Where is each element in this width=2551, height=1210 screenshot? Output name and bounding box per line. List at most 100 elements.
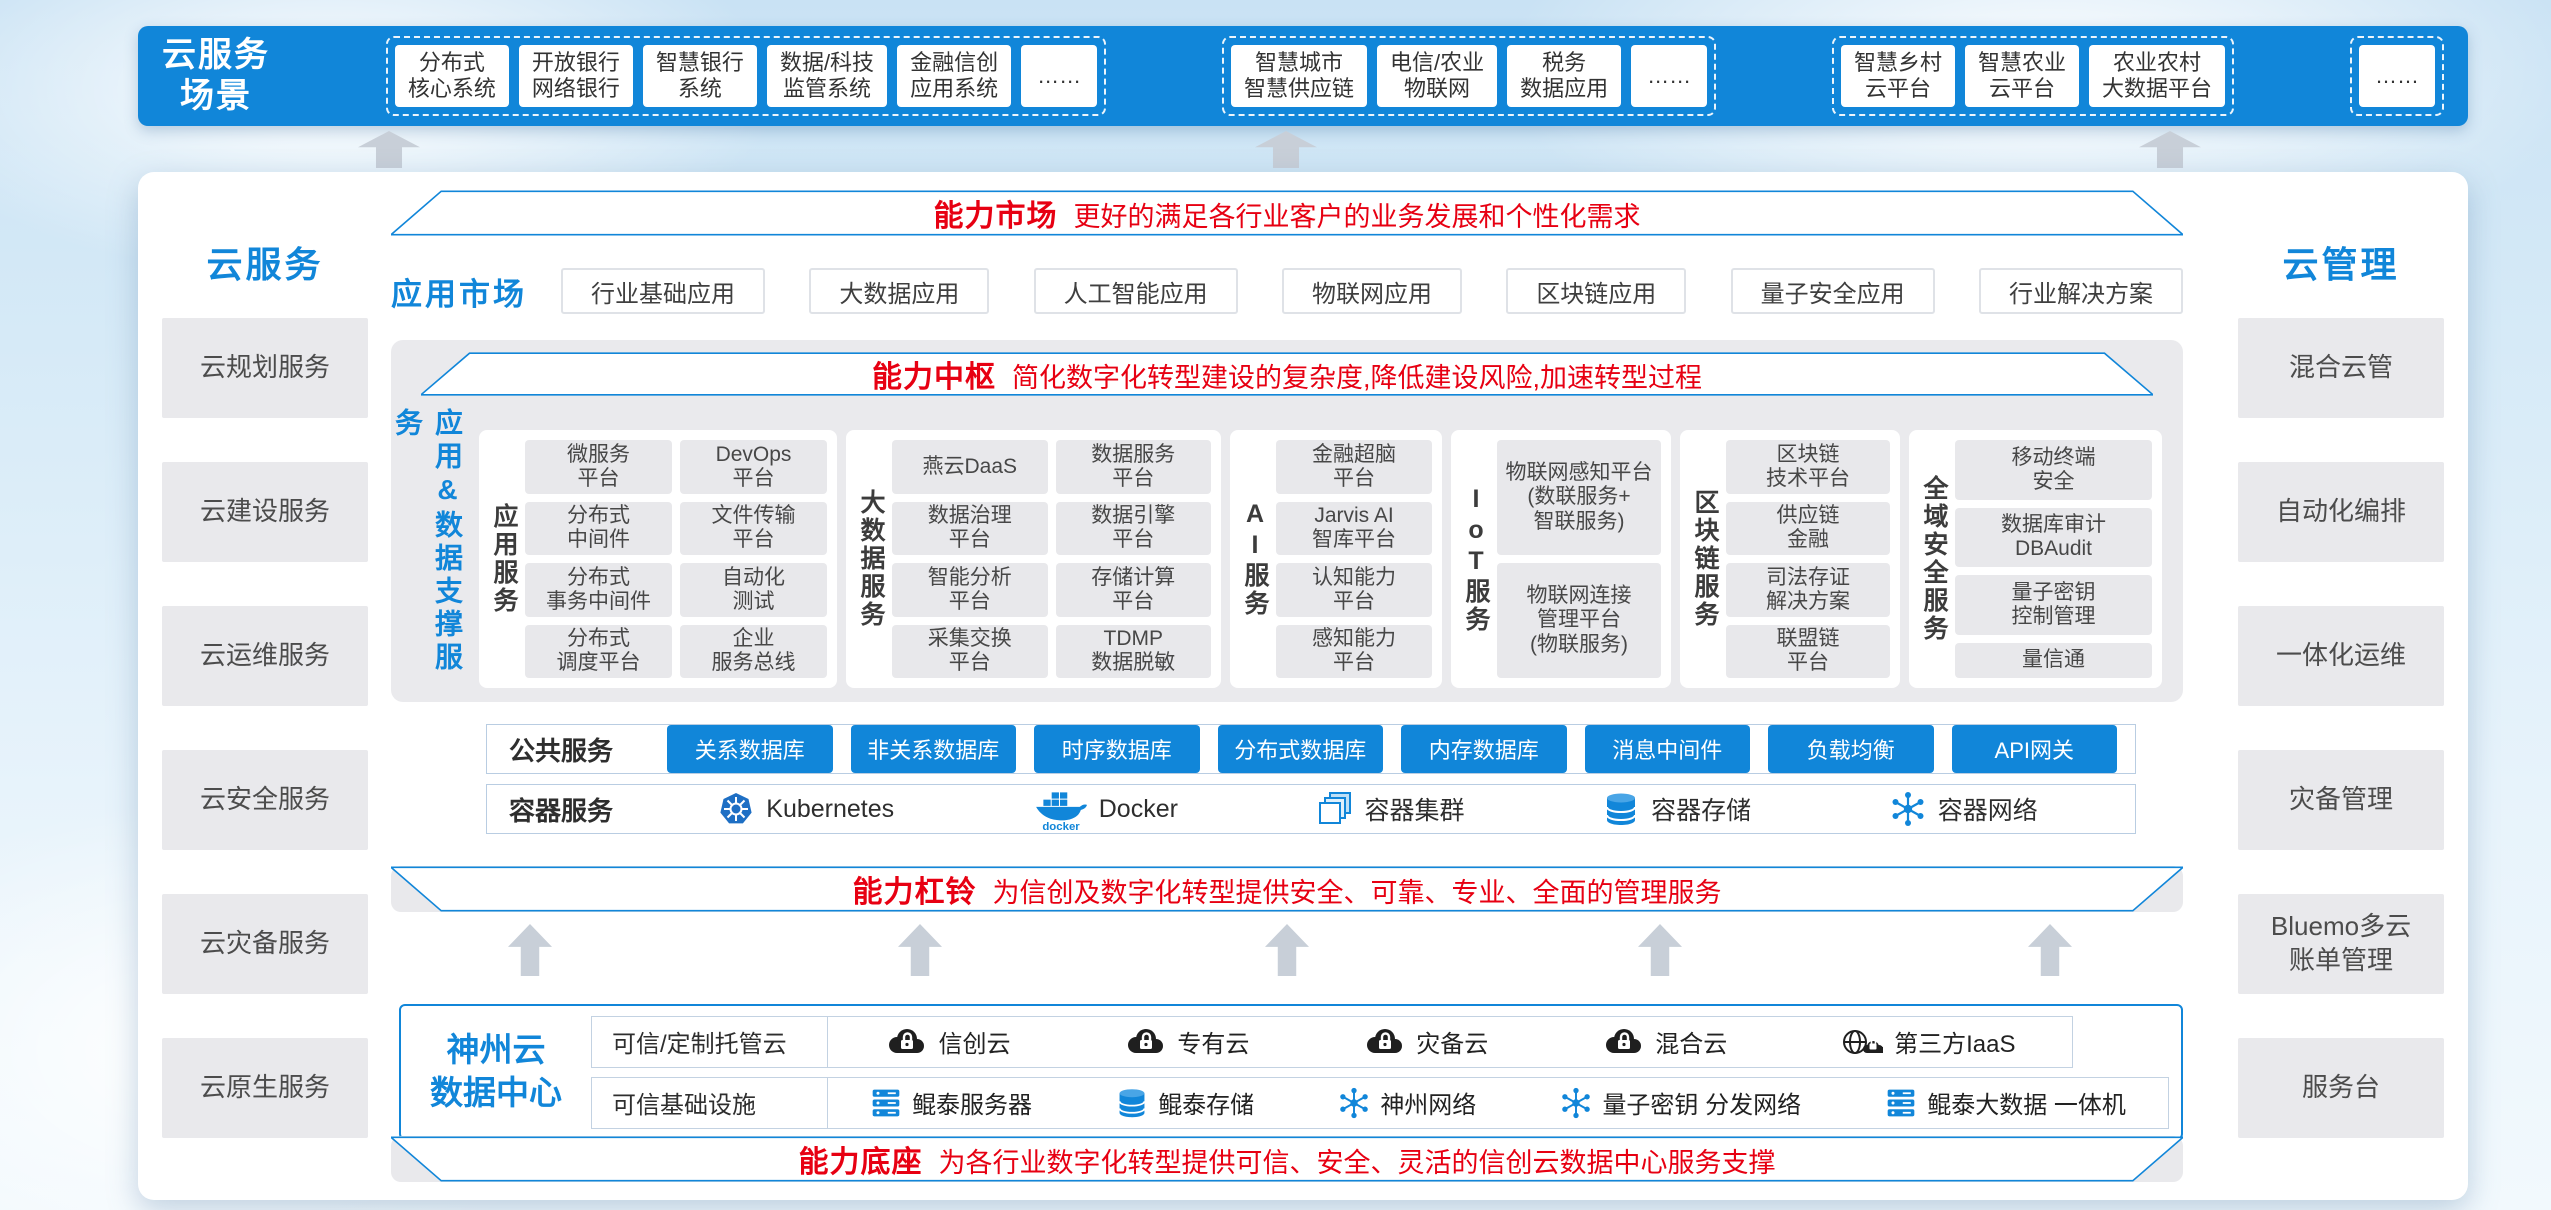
cloud-lock-icon <box>884 1027 928 1057</box>
docker-icon <box>1033 786 1087 832</box>
service-box: 金融超脑 平台 <box>1276 440 1432 494</box>
container-storage-label: 容器存储 <box>1651 797 1752 825</box>
infrastructure-row: 可信基础设施 鲲泰服务器 鲲泰存储 神州网络 <box>591 1076 2169 1129</box>
cloud-service-item: 云灾备服务 <box>162 894 368 994</box>
public-service-pill: 消息中间件 <box>1584 725 1750 773</box>
iot-services-column: IoT服务 物联网感知平台 (数联服务+ 智联服务)物联网连接 管理平台 (物联… <box>1451 430 1671 688</box>
private-cloud-item: 专有云 <box>1123 1024 1249 1059</box>
service-box: 智能分析 平台 <box>892 563 1048 617</box>
kuntai-server-item: 鲲泰服务器 <box>870 1085 1032 1120</box>
container-services-label: 容器服务 <box>509 795 614 826</box>
scenario-box: 电信/农业 物联网 <box>1376 45 1498 107</box>
docker-label: Docker <box>1098 794 1178 823</box>
cloud-services-column: 云服务 云规划服务云建设服务云运维服务云安全服务云灾备服务云原生服务 <box>162 172 368 1200</box>
container-services-row: 容器服务 Kubernetes Docker 容器集群 容器存储 <box>486 784 2136 834</box>
banner-title: 能力杠铃 <box>852 876 977 909</box>
scenario-box: 智慧乡村 云平台 <box>1841 45 1956 107</box>
kuntai-bigdata-item: 鲲泰大数据 一体机 <box>1885 1085 2126 1120</box>
container-services-items: Kubernetes Docker 容器集群 容器存储 容器网络 <box>649 786 2135 832</box>
up-arrow-icon <box>358 131 420 168</box>
datacenter-section: 神州云 数据中心 可信/定制托管云 信创云 专有云 <box>399 1004 2183 1140</box>
public-service-pill: 关系数据库 <box>667 725 833 773</box>
banner-ribbon-shape <box>391 190 2183 236</box>
blockchain-services-column: 区块链服务 区块链 技术平台供应链 金融司法存证 解决方案联盟链 平台 <box>1680 430 1900 688</box>
scenario-bar-title: 云服务 场景 <box>162 36 270 115</box>
scenario-box: 智慧城市 智慧供应链 <box>1230 45 1367 107</box>
service-box: 分布式 事务中间件 <box>525 563 672 617</box>
cloud-lock-icon <box>1362 1027 1406 1057</box>
network-icon <box>1560 1087 1592 1119</box>
service-box: 采集交换 平台 <box>892 624 1048 678</box>
quantum-key-network-item: 量子密钥 分发网络 <box>1560 1085 1801 1120</box>
container-storage-icon <box>1603 791 1639 827</box>
app-market-items: 行业基础应用大数据应用人工智能应用物联网应用区块链应用量子安全应用行业解决方案 <box>561 268 2183 314</box>
kubernetes-label: Kubernetes <box>766 794 895 823</box>
up-arrow-icon <box>2028 924 2072 976</box>
cloud-management-item: 混合云管 <box>2238 318 2444 418</box>
cloud-management-item: Bluemo多云 账单管理 <box>2238 894 2444 994</box>
up-arrow-icon <box>1255 131 1317 168</box>
hosted-cloud-label: 可信/定制托管云 <box>592 1016 828 1067</box>
public-service-pill: API网关 <box>1951 725 2117 773</box>
public-service-pill: 分布式数据库 <box>1217 725 1383 773</box>
container-network-label: 容器网络 <box>1937 797 2038 825</box>
ai-services-label: AI服务 <box>1241 500 1269 618</box>
server-icon <box>870 1087 902 1119</box>
service-box: Jarvis AI 智库平台 <box>1276 501 1432 555</box>
service-box: 认知能力 平台 <box>1276 563 1432 617</box>
scenario-box: …… <box>1021 45 1098 107</box>
hosted-cloud-row: 可信/定制托管云 信创云 专有云 灾备云 <box>591 1015 2073 1068</box>
banner-ribbon-shape <box>391 866 2183 912</box>
service-box: 分布式 调度平台 <box>525 624 672 678</box>
service-box: 司法存证 解决方案 <box>1726 563 1890 617</box>
capability-market-banner: 能力市场 更好的满足各行业客户的业务发展和个性化需求 <box>391 190 2183 236</box>
scenario-group-industry: 智慧城市 智慧供应链电信/农业 物联网税务 数据应用…… <box>1221 36 1717 116</box>
service-box: 区块链 技术平台 <box>1726 440 1890 494</box>
scenario-box: 税务 数据应用 <box>1507 45 1622 107</box>
service-box: 燕云DaaS <box>892 440 1048 494</box>
storage-icon <box>1116 1087 1148 1119</box>
cloud-service-item: 云规划服务 <box>162 318 368 418</box>
cloud-service-item: 云原生服务 <box>162 1038 368 1138</box>
public-service-pill: 时序数据库 <box>1034 725 1200 773</box>
public-services-label: 公共服务 <box>509 735 614 766</box>
service-box: 量子密钥 控制管理 <box>1955 575 2152 635</box>
up-arrow-icon <box>2139 131 2201 168</box>
scenario-box: 智慧农业 云平台 <box>1965 45 2080 107</box>
service-box: 数据服务 平台 <box>1055 440 1211 494</box>
banner-desc: 为各行业数字化转型提供可信、安全、灵活的信创云数据中心服务支撑 <box>938 1148 1776 1178</box>
capability-barbell-banner: 能力杠铃 为信创及数字化转型提供安全、可靠、专业、全面的管理服务 <box>391 866 2183 912</box>
app-market-item: 行业解决方案 <box>1978 268 2183 314</box>
app-market-item: 行业基础应用 <box>561 268 765 314</box>
service-box: 联盟链 平台 <box>1726 624 1890 678</box>
cloud-management-item: 服务台 <box>2238 1038 2444 1138</box>
server-icon <box>1885 1087 1917 1119</box>
docker-item: Docker <box>1033 786 1178 832</box>
cloud-services-title: 云服务 <box>206 244 324 285</box>
container-network-item: 容器网络 <box>1890 791 2038 827</box>
scenario-bar: 云服务 场景 分布式 核心系统开放银行 网络银行智慧银行 系统数据/科技 监管系… <box>138 26 2468 126</box>
service-box: 移动终端 安全 <box>1955 440 2152 500</box>
app-market-item: 大数据应用 <box>809 268 990 314</box>
cloud-service-item: 云安全服务 <box>162 750 368 850</box>
app-market-row: 应用市场 行业基础应用大数据应用人工智能应用物联网应用区块链应用量子安全应用行业… <box>391 266 2183 316</box>
cloud-lock-icon <box>1123 1027 1167 1057</box>
datacenter-title: 神州云 数据中心 <box>430 1031 562 1111</box>
xinchuang-cloud-item: 信创云 <box>884 1024 1010 1059</box>
support-vertical-label: 应用&数据支撑服务 <box>392 408 463 675</box>
capability-base-banner: 能力底座 为各行业数字化转型提供可信、安全、灵活的信创云数据中心服务支撑 <box>391 1136 2183 1182</box>
banner-ribbon-shape <box>391 1136 2183 1182</box>
app-market-item: 物联网应用 <box>1281 268 1462 314</box>
cloud-lock-icon <box>1601 1027 1645 1057</box>
kuntai-storage-item: 鲲泰存储 <box>1116 1085 1254 1120</box>
cloud-management-item: 自动化编排 <box>2238 462 2444 562</box>
cloud-management-item: 一体化运维 <box>2238 606 2444 706</box>
container-cluster-item: 容器集群 <box>1317 791 1465 827</box>
up-arrow-icon <box>508 924 552 976</box>
